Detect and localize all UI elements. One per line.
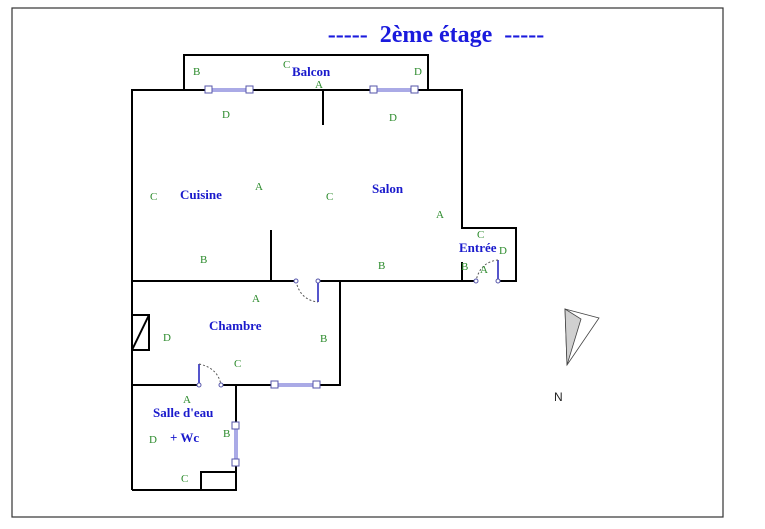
windows xyxy=(204,85,419,467)
wall-label: C xyxy=(326,191,333,203)
room-wc: + Wc xyxy=(170,430,199,445)
room-chambre: Chambre xyxy=(209,318,262,333)
wall-label: D xyxy=(389,112,397,124)
room-salon: Salon xyxy=(372,181,404,196)
page-frame xyxy=(11,7,724,518)
room-entree: Entrée xyxy=(459,240,497,255)
wall-label: A xyxy=(315,79,323,91)
wall-label: A xyxy=(436,209,444,221)
wall-label: D xyxy=(414,66,422,78)
wall-label: D xyxy=(222,109,230,121)
wall-label: C xyxy=(181,473,188,485)
wall-label: B xyxy=(378,260,385,272)
wall-label: D xyxy=(499,245,507,257)
room-salle-deau: Salle d'eau xyxy=(153,405,213,420)
wall-label: B xyxy=(200,254,207,266)
wall-label: A xyxy=(480,264,488,276)
wall-label: C xyxy=(234,358,241,370)
wall-label: B xyxy=(223,428,230,440)
wall-label: B xyxy=(320,333,327,345)
wall-label: B xyxy=(193,66,200,78)
wall-label: C xyxy=(477,229,484,241)
wall-label: C xyxy=(150,191,157,203)
wall-label: D xyxy=(149,434,157,446)
walls xyxy=(131,54,517,491)
doors xyxy=(196,259,501,388)
wall-label: A xyxy=(252,293,260,305)
wall-labels: B C A D D C A B D C A B C D B A A D B C … xyxy=(149,59,507,485)
wall-label: D xyxy=(163,332,171,344)
compass-icon: N xyxy=(554,308,600,404)
wall-label: B xyxy=(461,261,468,273)
room-balcon: Balcon xyxy=(292,64,331,79)
floor-title: ----- 2ème étage ----- xyxy=(328,22,545,48)
room-cuisine: Cuisine xyxy=(180,187,222,202)
wall-label: C xyxy=(283,59,290,71)
compass-north-label: N xyxy=(554,390,563,404)
wall-label: A xyxy=(255,181,263,193)
wall-label: A xyxy=(183,394,191,406)
